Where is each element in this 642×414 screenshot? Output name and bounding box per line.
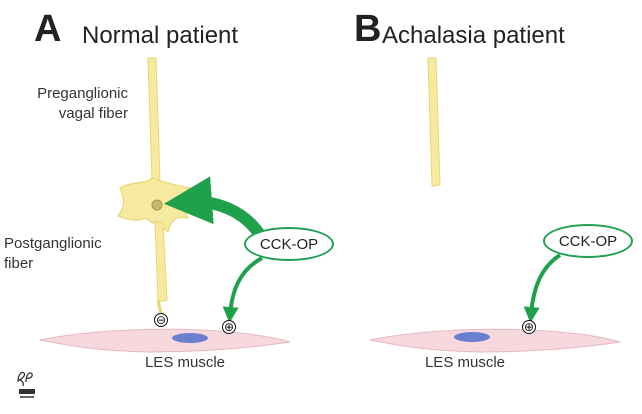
panel-b-title: Achalasia patient — [382, 22, 565, 49]
arrow-to-neuron — [164, 176, 268, 242]
plus-sign-b: ⊕ — [522, 320, 536, 334]
arrow-to-muscle-a — [222, 256, 263, 323]
les-muscle-label-b: LES muscle — [424, 354, 506, 371]
cck-op-pill-b: CCK-OP — [543, 224, 633, 258]
plus-sign-a: ⊕ — [222, 320, 236, 334]
preganglionic-label: Preganglionic vagal fiber — [37, 85, 128, 122]
preganglionic-fiber-b — [427, 57, 441, 187]
les-muscle-b — [369, 328, 621, 353]
cck-op-pill-a: CCK-OP — [244, 227, 334, 261]
arrow-to-muscle-b — [523, 253, 562, 323]
rp-ccf-logo-icon — [17, 371, 35, 398]
preganglionic-fiber-a — [147, 57, 161, 183]
postganglionic-fiber — [154, 221, 168, 303]
panel-a-title: Normal patient — [82, 22, 239, 49]
muscle-nucleus-b — [454, 332, 490, 342]
cck-op-label-b: CCK-OP — [558, 232, 618, 250]
postganglionic-label: Postganglionic fiber — [4, 235, 102, 272]
neuron-nucleus — [151, 199, 163, 211]
panel-b-letter: B — [354, 8, 382, 50]
panel-a-letter: A — [34, 8, 62, 50]
les-muscle-label-a: LES muscle — [144, 354, 226, 371]
les-muscle-a — [39, 328, 291, 353]
minus-sign: ⊖ — [154, 313, 168, 327]
cck-op-label-a: CCK-OP — [259, 235, 319, 253]
muscle-nucleus-a — [172, 333, 208, 343]
